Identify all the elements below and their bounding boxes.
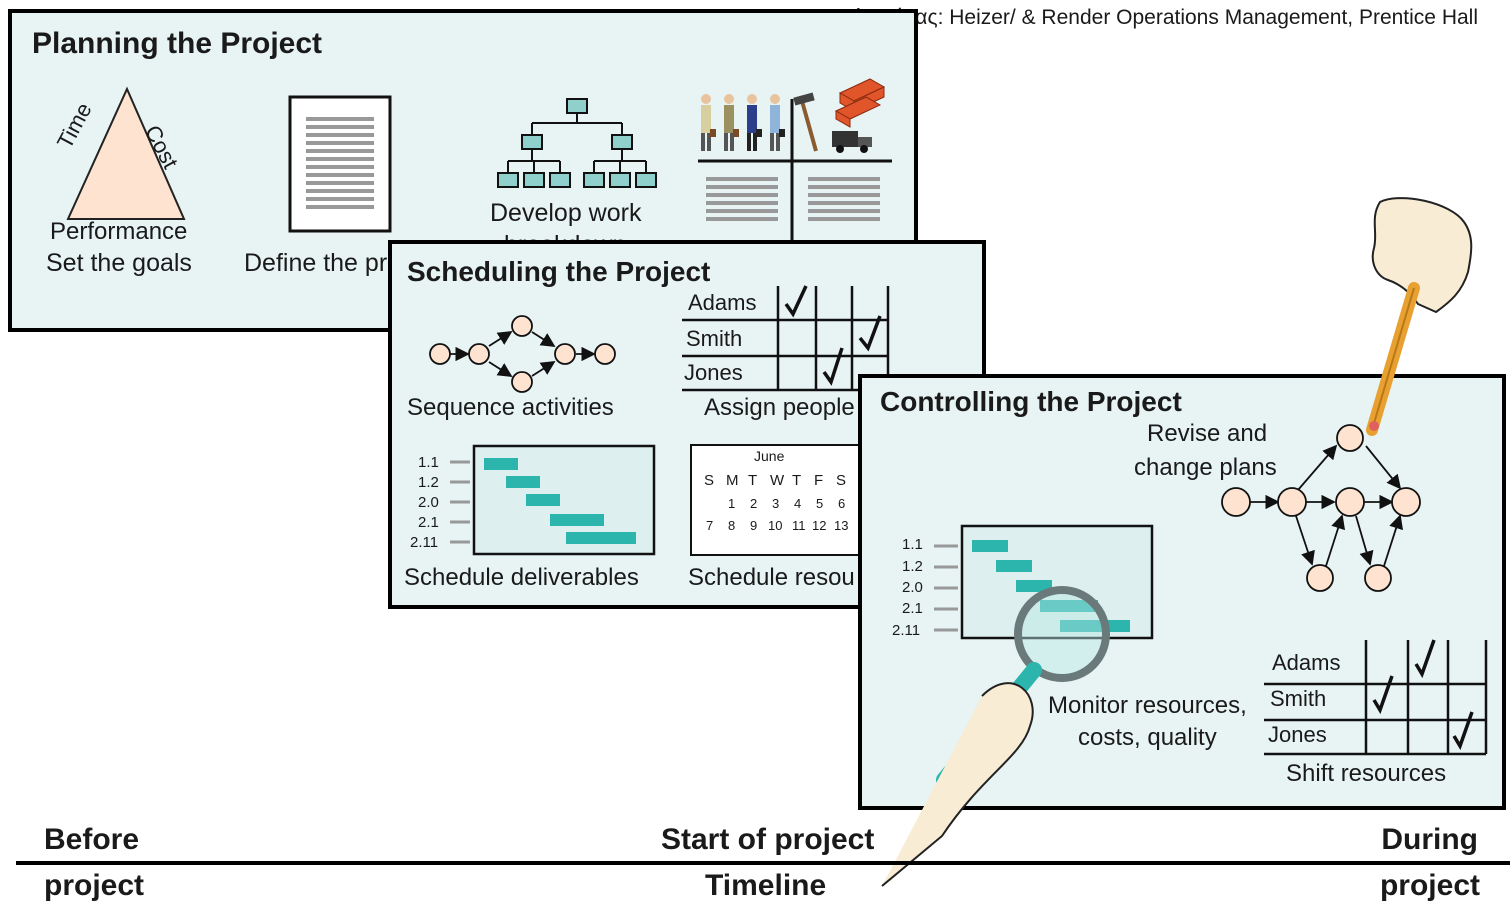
- schedule-resources-label: Schedule resou: [688, 564, 855, 591]
- materials-icon: [793, 78, 886, 153]
- monitor-label-1: Monitor resources,: [1048, 692, 1247, 719]
- date: 13: [834, 518, 849, 533]
- gantt-label-1: 1.1: [418, 454, 439, 471]
- set-goals-label: Set the goals: [46, 249, 192, 277]
- shift-name-jones: Jones: [1268, 722, 1327, 747]
- ctrl-gantt-chart-icon: [934, 524, 1154, 640]
- day-w: W: [770, 472, 785, 489]
- timeline-during-1: During: [1381, 823, 1478, 856]
- day-f: F: [814, 472, 824, 489]
- planning-title: Planning the Project: [32, 27, 323, 60]
- magnifying-glass-icon: [881, 586, 1110, 887]
- timeline-during-2: project: [1379, 869, 1480, 902]
- shift-resources-label: Shift resources: [1286, 760, 1447, 787]
- ctrl-gantt-label-3: 2.0: [902, 579, 923, 596]
- gantt-label-3: 2.0: [418, 494, 439, 511]
- schedule-deliverables-label: Schedule deliverables: [404, 564, 639, 591]
- date: 9: [750, 518, 758, 533]
- date: 11: [792, 518, 806, 533]
- monitor-label-2: costs, quality: [1078, 724, 1217, 751]
- shift-grid-icon: [1264, 639, 1488, 756]
- shift-name-adams: Adams: [1272, 650, 1341, 675]
- sequence-network-icon: [429, 315, 616, 393]
- date: 7: [706, 518, 714, 533]
- ctrl-gantt-label-1: 1.1: [902, 536, 923, 553]
- hand-with-pencil-icon: [1366, 197, 1473, 436]
- gantt-label-5: 2.11: [410, 534, 439, 551]
- date: 6: [838, 496, 846, 511]
- day-s: S: [704, 472, 715, 489]
- time-cost-performance-triangle-icon: [66, 86, 186, 220]
- date: 5: [816, 496, 824, 511]
- people-icon: [701, 94, 785, 151]
- date: 12: [812, 518, 827, 533]
- define-project-label: Define the pr: [244, 249, 388, 277]
- gantt-label-4: 2.1: [418, 514, 439, 531]
- date: 8: [728, 518, 736, 533]
- wbs-tree-icon: [497, 98, 657, 188]
- assign-name-adams: Adams: [688, 290, 757, 315]
- ctrl-gantt-label-5: 2.11: [892, 622, 921, 639]
- timeline-before-1: Before: [44, 823, 140, 856]
- ctrl-gantt-label-4: 2.1: [902, 600, 923, 617]
- revise-label-2: change plans: [1134, 454, 1277, 481]
- date: 10: [768, 518, 783, 533]
- revise-network-icon: [1221, 424, 1421, 592]
- gantt-chart-icon: [450, 444, 656, 556]
- timeline-label: Timeline: [705, 869, 827, 902]
- assign-grid-icon: [682, 285, 890, 392]
- day-s2: S: [836, 472, 847, 489]
- scheduling-title: Scheduling the Project: [407, 256, 711, 287]
- controlling-title: Controlling the Project: [880, 386, 1182, 417]
- assign-name-jones: Jones: [684, 360, 743, 385]
- date: 4: [794, 496, 802, 511]
- date: 3: [772, 496, 780, 511]
- revise-label-1: Revise and: [1147, 420, 1268, 447]
- day-m: M: [726, 472, 739, 489]
- assign-name-smith: Smith: [686, 326, 743, 351]
- timeline-start: Start of project: [661, 823, 875, 856]
- sequence-activities-label: Sequence activities: [407, 394, 614, 421]
- controlling-card: Controlling the Project Revise and chang…: [858, 374, 1506, 887]
- timeline-before-2: project: [44, 869, 145, 902]
- source-caption: Πηγή εικόνας: Heizer/ & Render Operation…: [814, 6, 1478, 29]
- gantt-label-2: 1.2: [418, 474, 439, 491]
- day-t: T: [748, 472, 758, 489]
- date: 1: [728, 496, 736, 511]
- triangle-performance-label: Performance: [50, 218, 188, 245]
- resource-table-icon: [698, 99, 892, 259]
- timeline-line: [16, 861, 1510, 865]
- assign-people-label: Assign people: [704, 394, 855, 421]
- ctrl-gantt-label-2: 1.2: [902, 558, 923, 575]
- date: 2: [750, 496, 758, 511]
- day-t2: T: [792, 472, 802, 489]
- shift-name-smith: Smith: [1270, 686, 1327, 711]
- calendar-month: June: [754, 448, 785, 464]
- wbs-label: Develop work: [490, 199, 642, 227]
- document-icon: [288, 95, 392, 233]
